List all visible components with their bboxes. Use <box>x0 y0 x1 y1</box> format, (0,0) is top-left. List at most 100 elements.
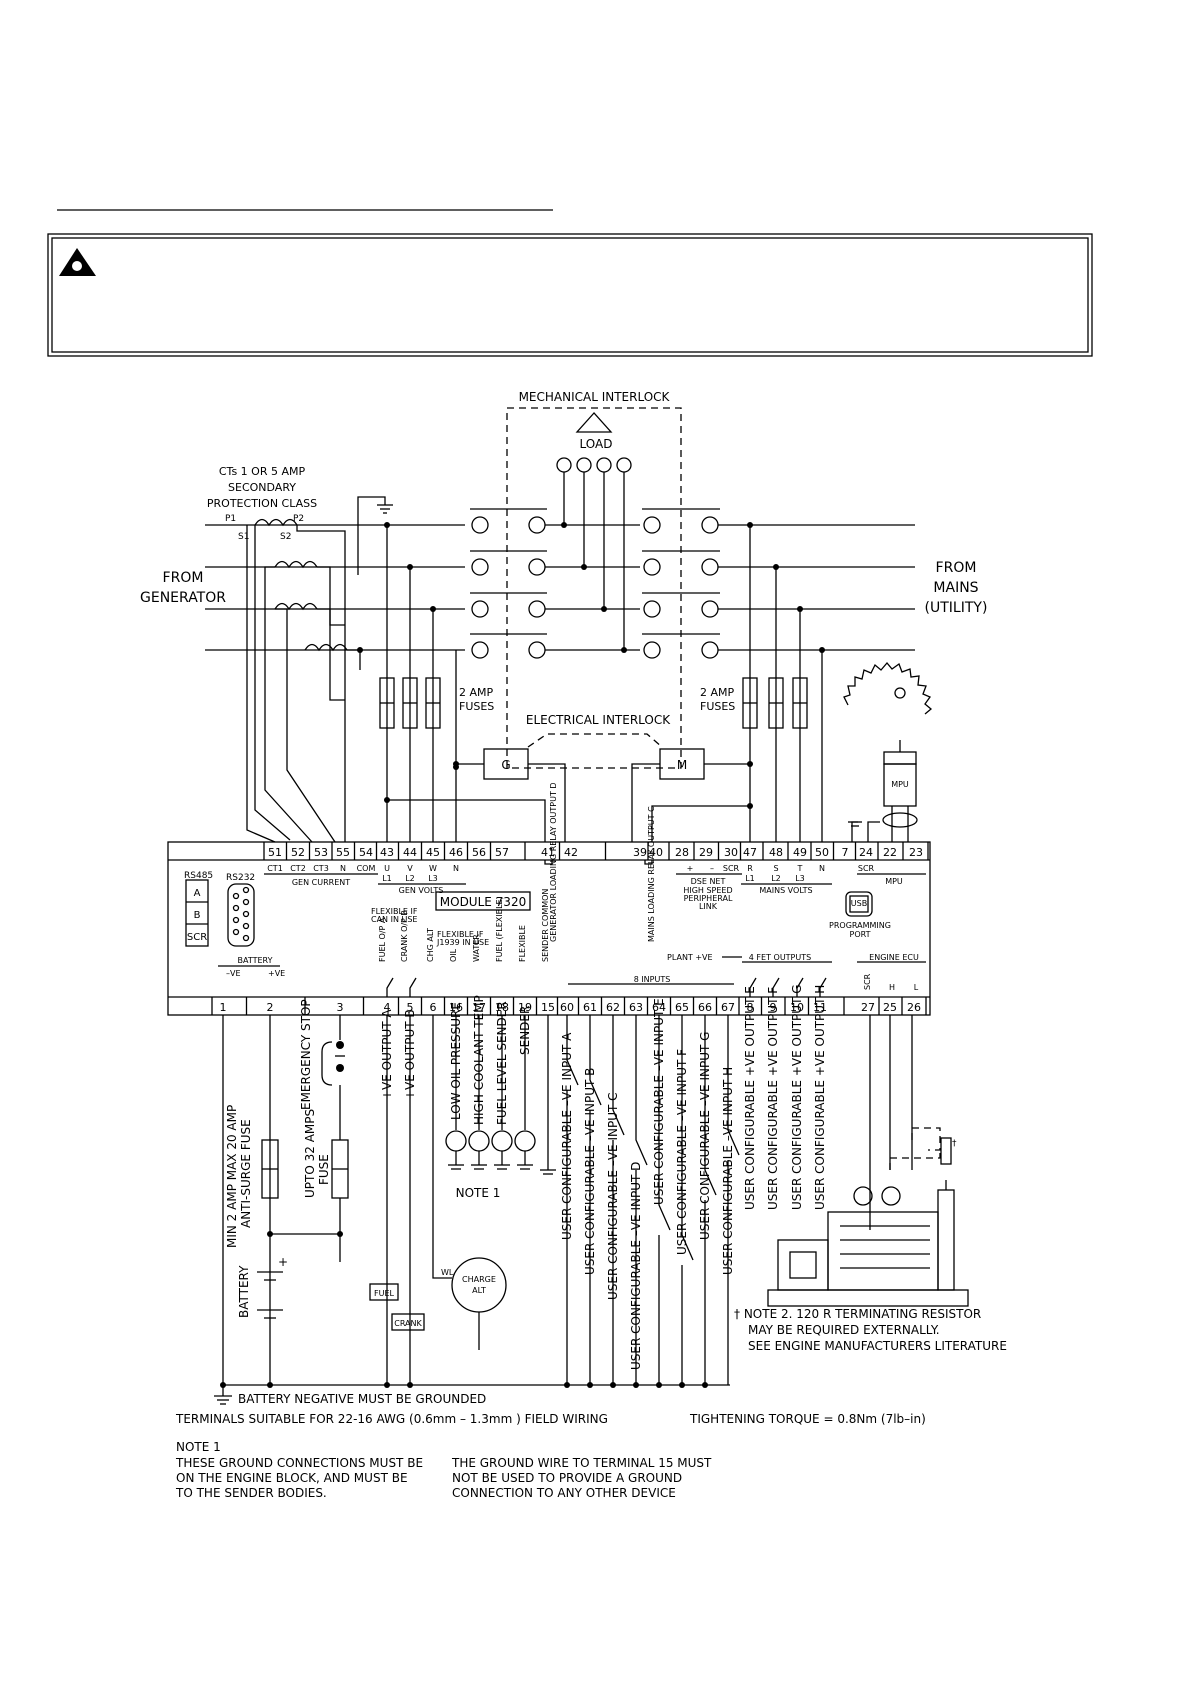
battery-sub-label: BATTERY <box>238 956 273 965</box>
chg-alt-label: CHG ALT <box>426 928 435 962</box>
rs485-block <box>185 879 209 947</box>
terminal-number: 8 <box>747 1001 754 1014</box>
input-g-label: USER CONFIGURABLE –VE INPUT G <box>698 1032 712 1240</box>
emergency-stop-icon <box>321 1041 345 1086</box>
svg-text:N: N <box>819 864 825 873</box>
svg-text:T: T <box>797 864 803 873</box>
sender-common-label: SENDER COMMON <box>541 889 550 962</box>
from-mains-line2: MAINS <box>933 580 978 596</box>
note1-title: NOTE 1 <box>176 1440 221 1454</box>
flexible-label: FLEXIBLE <box>518 925 527 962</box>
svg-text:L2: L2 <box>405 874 415 883</box>
output-g-label: USER CONFIGURABLE +VE OUTPUT G <box>790 984 804 1210</box>
mechanical-interlock-box <box>506 407 682 769</box>
terminal-number: 3 <box>337 1001 344 1014</box>
link-label: LINK <box>699 902 718 911</box>
min-2-amp-label: MIN 2 AMP MAX 20 AMP <box>225 1105 239 1248</box>
gen-fuses-label1: 2 AMP <box>459 686 494 699</box>
fet-outputs-label: 4 FET OUTPUTS <box>749 953 811 962</box>
note1-line3: TO THE SENDER BODIES. <box>175 1486 327 1500</box>
generator-bus <box>205 524 465 651</box>
svg-text:SCR: SCR <box>723 864 740 873</box>
svg-text:CT3: CT3 <box>313 864 329 873</box>
load-terminal-4 <box>616 457 632 473</box>
input-c-label: USER CONFIGURABLE –VE INPUT C <box>606 1093 620 1301</box>
warning-icon <box>59 248 96 276</box>
svg-text:ALT: ALT <box>472 1286 486 1295</box>
terminal-number: 40 <box>649 846 663 859</box>
terminal-number: 66 <box>698 1001 712 1014</box>
terminal-number: 44 <box>403 846 417 859</box>
gen-volts-taps <box>357 522 459 842</box>
terminal-number: 49 <box>793 846 807 859</box>
sender-label: SENDER <box>518 1006 532 1055</box>
mains-fuses-label2: FUSES <box>700 700 735 713</box>
emergency-stop-label: EMERGENCY STOP <box>299 999 313 1110</box>
terminal-number: 63 <box>629 1001 643 1014</box>
bottom-wiring <box>220 1015 730 1388</box>
svg-text:L3: L3 <box>795 874 805 883</box>
svg-text:COM: COM <box>357 864 376 873</box>
wl-label: WL <box>441 1268 454 1277</box>
input-e-label: USER CONFIGURABLE –VE INPUT E <box>652 998 666 1205</box>
terminal-number: 2 <box>267 1001 274 1014</box>
terminal-number: 41 <box>541 846 555 859</box>
terminal-number: 64 <box>652 1001 666 1014</box>
terminal-number: 56 <box>472 846 486 859</box>
note1-b-line2: NOT BE USED TO PROVIDE A GROUND <box>452 1471 682 1485</box>
coil-m-label: M <box>677 758 687 772</box>
ct-coils <box>254 518 348 652</box>
load-terminal-3 <box>596 457 612 473</box>
svg-text:H: H <box>889 983 895 992</box>
mains-contactor <box>642 508 720 659</box>
output-h-label: USER CONFIGURABLE +VE OUTPUT H <box>813 985 827 1210</box>
terminal-number: 52 <box>291 846 305 859</box>
generator-contactor <box>470 508 640 659</box>
warning-box-outer <box>47 233 1093 357</box>
note1-b-line3: CONNECTION TO ANY OTHER DEVICE <box>452 1486 676 1500</box>
crank-solenoid <box>391 1313 425 1331</box>
output-e-label: USER CONFIGURABLE +VE OUTPUT E <box>743 986 757 1210</box>
high-coolant-temp-label: HIGH COOLANT TEMP <box>472 995 486 1125</box>
svg-text:L1: L1 <box>382 874 392 883</box>
from-mains-line1: FROM <box>936 560 977 576</box>
ecu-wiring <box>869 1015 952 1230</box>
terminal-number: 62 <box>606 1001 620 1014</box>
oil-label: OIL <box>449 948 458 962</box>
load-triangle <box>575 412 613 433</box>
plant-ve-label: PLANT +VE <box>667 953 713 962</box>
terminal-number: 47 <box>743 846 757 859</box>
terminal-number: 17 <box>472 1001 486 1014</box>
terminal-number: 6 <box>430 1001 437 1014</box>
flexible-can-label1: FLEXIBLE IF <box>371 907 418 916</box>
output-a-label: +VE OUTPUT A <box>380 1009 394 1100</box>
note1-ref-label: NOTE 1 <box>456 1186 501 1200</box>
peripheral-label: PERIPHERAL <box>684 894 733 903</box>
terminal-number: 48 <box>769 846 783 859</box>
electrical-interlock-label: ELECTRICAL INTERLOCK <box>526 713 671 727</box>
svg-text:B: B <box>194 910 201 921</box>
terminal-number: 43 <box>380 846 394 859</box>
terminal-number: 18 <box>495 1001 509 1014</box>
rs232-port-icon <box>227 883 255 947</box>
terminal-number: 60 <box>560 1001 574 1014</box>
output-b-label: +VE OUTPUT B <box>403 1009 417 1100</box>
usb-label: USB <box>851 899 867 908</box>
load-terminal-1 <box>556 457 572 473</box>
terminal-number: 10 <box>790 1001 804 1014</box>
svg-text:S: S <box>773 864 778 873</box>
svg-text:A: A <box>194 888 201 899</box>
terminals-note: TERMINALS SUITABLE FOR 22-16 AWG (0.6mm … <box>175 1412 608 1426</box>
internal-switches <box>386 977 827 997</box>
terminal-number: 26 <box>907 1001 921 1014</box>
input-switches <box>566 1015 740 1385</box>
svg-text:L1: L1 <box>745 874 755 883</box>
warning-box-inner <box>51 237 1089 353</box>
ct-wires <box>246 525 361 843</box>
terminal-number: 57 <box>495 846 509 859</box>
note2-line1: † NOTE 2. 120 R TERMINATING RESISTOR <box>734 1307 981 1321</box>
note1-b-line1: THE GROUND WIRE TO TERMINAL 15 MUST <box>451 1456 712 1470</box>
gen-volts-label: GEN VOLTS <box>399 886 444 895</box>
svg-text:CRANK: CRANK <box>394 1319 422 1328</box>
